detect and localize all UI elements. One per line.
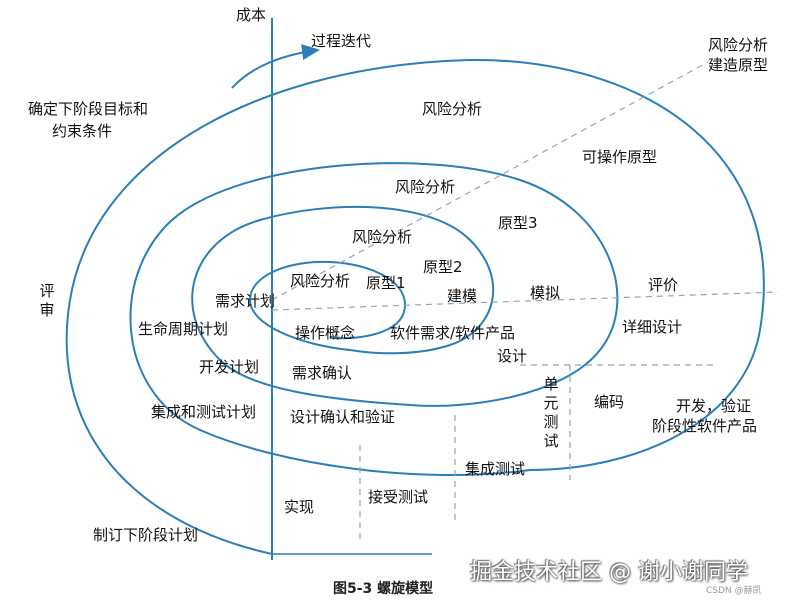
risk-analysis-ring-3: 风险分析 xyxy=(395,178,456,196)
implementation-label: 实现 xyxy=(284,498,315,516)
watermark-small: CSDN @赫凯 xyxy=(706,586,762,596)
figure-caption: 图5-3 螺旋模型 xyxy=(333,581,434,597)
operation-concept-label: 操作概念 xyxy=(295,324,356,342)
design-label: 设计 xyxy=(497,347,528,365)
risk-analysis-outer: 风险分析 xyxy=(422,100,483,118)
simulation-label: 模拟 xyxy=(530,284,561,302)
develop-verify-label: 开发，验证 xyxy=(676,397,752,415)
lifecycle-plan-label: 生命周期计划 xyxy=(138,320,229,338)
evaluation-label: 评价 xyxy=(648,276,679,294)
detailed-design-label: 详细设计 xyxy=(622,318,683,336)
plan-next-label: 制订下阶段计划 xyxy=(93,526,199,544)
requirements-plan-label: 需求计划 xyxy=(215,292,276,310)
next-level-product-label: 阶段性软件产品 xyxy=(652,417,758,435)
determine-goals-label-2: 约束条件 xyxy=(52,122,113,140)
integration-test-plan-label: 集成和测试计划 xyxy=(151,403,257,421)
operable-prototype-label: 可操作原型 xyxy=(582,148,658,166)
spiral-ring-outer xyxy=(65,58,765,555)
prototype-3-label: 原型3 xyxy=(498,214,538,232)
spiral-ring-3 xyxy=(129,162,619,477)
risk-build-label-1: 风险分析 xyxy=(708,36,769,54)
determine-goals-label: 确定下阶段目标和 xyxy=(28,100,149,118)
dashed-diagonal xyxy=(271,61,709,301)
coding-label: 编码 xyxy=(594,393,625,411)
cost-axis-label: 成本 xyxy=(236,6,267,24)
process-iteration-label: 过程迭代 xyxy=(311,32,372,50)
prototype-1-label: 原型1 xyxy=(366,274,406,292)
watermark: 掘金技术社区 @ 谢小谢同学 xyxy=(470,560,748,585)
software-requirements-label: 软件需求/软件产品 xyxy=(390,324,516,342)
acceptance-test-label: 接受测试 xyxy=(368,488,429,506)
risk-analysis-ring-2: 风险分析 xyxy=(352,228,413,246)
risk-analysis-ring-1: 风险分析 xyxy=(290,272,351,290)
design-verify-label: 设计确认和验证 xyxy=(290,408,396,426)
spiral-ring-2 xyxy=(191,205,495,406)
spiral-ring-1 xyxy=(248,260,407,351)
integration-test-label: 集成测试 xyxy=(465,460,526,478)
prototype-2-label: 原型2 xyxy=(423,258,463,276)
risk-build-label-2: 建造原型 xyxy=(708,56,769,74)
process-iteration-arrow xyxy=(231,44,320,89)
requirements-confirm-label: 需求确认 xyxy=(292,364,353,382)
modeling-label: 建模 xyxy=(447,287,478,305)
dashed-horizontal xyxy=(271,291,779,311)
unit-test-label: 单元测试 xyxy=(543,375,559,450)
review-label: 评审 xyxy=(39,282,55,319)
development-plan-label: 开发计划 xyxy=(199,358,260,376)
